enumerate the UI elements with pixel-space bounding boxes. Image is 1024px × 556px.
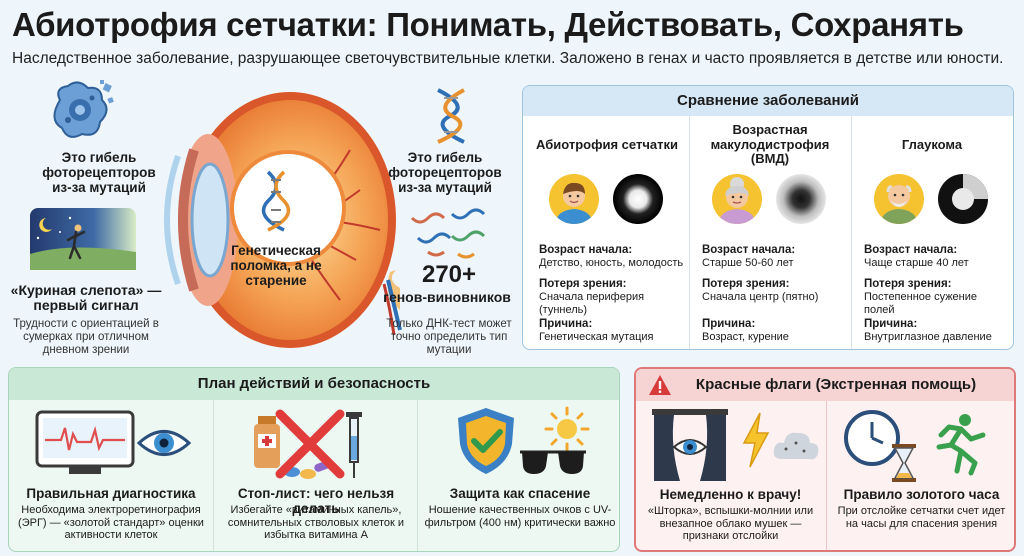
cause-label: Причина:	[864, 318, 918, 330]
genes-note: Только ДНК-тест может точно определить т…	[386, 318, 512, 356]
night-blindness-note: Трудности с ориентацией в сумерках при о…	[13, 318, 159, 356]
warning-icon	[649, 375, 671, 395]
onset-label: Возраст начала:	[702, 244, 796, 256]
plan-item-diagnostics: Правильная диагностика Необходима электр…	[9, 400, 213, 551]
red-flag-golden-hour: Правило золотого часа При отслойке сетча…	[826, 401, 1014, 550]
avatar	[874, 174, 924, 224]
shield-check-icon	[458, 408, 514, 474]
action-plan-heading: План действий и безопасность	[9, 368, 619, 400]
vision-tunnel-icon	[613, 174, 663, 224]
red-flag-title: Немедленно к врачу!	[659, 487, 802, 502]
red-flags-heading-text: Красные флаги (Экстренная помощь)	[695, 376, 977, 393]
loss-label: Потеря зрения:	[539, 278, 627, 290]
onset-value: Чаще старше 40 лет	[864, 257, 969, 269]
night-blindness-label: «Куриная слепота» — первый сигнал	[10, 282, 162, 313]
sunglasses-icon	[520, 450, 586, 474]
cloud-icon	[773, 432, 819, 460]
red-flag-title: Правило золотого часа	[843, 487, 1000, 502]
red-flag-desc: «Шторка», вспышки-молнии или внезапное о…	[647, 505, 814, 542]
erg-monitor-icon	[35, 410, 135, 474]
red-cross-icon	[275, 409, 345, 479]
dna-icon	[437, 88, 465, 144]
plan-item-stoplist: Стоп-лист: чего нельзя делать Избегайте …	[213, 400, 417, 551]
photoreceptor-cell-icon	[53, 80, 114, 138]
hourglass-icon	[892, 444, 916, 482]
cause-value: Возраст, курение	[702, 331, 789, 343]
action-plan-panel: План действий и безопасность Правильная …	[8, 367, 620, 552]
eye-center-label: Генетическая поломка, а не старение	[230, 243, 322, 288]
dna-cluster-icon	[410, 208, 486, 259]
night-blindness-icon	[30, 208, 136, 270]
dna-icon	[261, 170, 291, 232]
child-avatar-icon	[555, 182, 593, 224]
genes-count: 270+	[421, 261, 477, 288]
loss-label: Потеря зрения:	[864, 278, 952, 290]
elderly-man-avatar-icon	[880, 185, 918, 224]
plan-item-desc: Необходима электроретинография (ЭРГ) — «…	[18, 504, 204, 541]
cause-value: Генетическая мутация	[539, 331, 654, 343]
onset-label: Возраст начала:	[864, 244, 958, 256]
running-man-icon	[936, 414, 986, 476]
avatar	[712, 174, 762, 224]
red-flags-heading: Красные флаги (Экстренная помощь)	[636, 369, 1014, 401]
disease-name: Глаукома	[901, 136, 963, 152]
sun-icon	[544, 406, 590, 452]
disease-name: Возрастная макулодистрофия (ВМД)	[710, 122, 830, 167]
page-title: Абиотрофия сетчатки: Понимать, Действова…	[12, 6, 964, 43]
comparison-column-abiotrophy: Абиотрофия сетчатки Возраст начала:Детст…	[527, 116, 687, 349]
comparison-heading: Сравнение заболеваний	[523, 86, 1013, 116]
plan-item-desc: Ношение качественных очков с UV-фильтром…	[424, 504, 616, 529]
comparison-column-amd: Возрастная макулодистрофия (ВМД) Возраст…	[689, 116, 849, 349]
lightning-icon	[742, 412, 770, 468]
onset-label: Возраст начала:	[539, 244, 633, 256]
red-flag-desc: При отслойке сетчатки счет идет на часы …	[837, 505, 1006, 530]
vision-field-loss-icon	[938, 174, 988, 224]
onset-value: Детство, юность, молодость	[539, 257, 684, 269]
comparison-column-glaucoma: Глаукома Возраст начала:Чаще старше 40 л…	[851, 116, 1011, 349]
onset-value: Старше 50-60 лет	[702, 257, 794, 269]
plan-item-title: Правильная диагностика	[26, 486, 196, 501]
elderly-woman-avatar-icon	[718, 177, 756, 224]
cause-label: Причина:	[702, 318, 756, 330]
comparison-panel: Сравнение заболеваний Абиотрофия сетчатк…	[522, 85, 1014, 350]
loss-value: Сначала центр (пятно)	[702, 291, 819, 303]
disease-name: Абиотрофия сетчатки	[536, 136, 678, 152]
plan-item-desc: Избегайте «витаминных капель», сомнитель…	[227, 504, 405, 541]
avatar	[549, 174, 599, 224]
curtain-eye-icon	[652, 409, 728, 481]
eye-illustration	[164, 92, 402, 348]
vision-center-spot-icon	[776, 174, 826, 224]
clock-icon	[844, 410, 900, 466]
plan-item-protection: Защита как спасение Ношение качественных…	[417, 400, 619, 551]
loss-value: Сначала периферия (туннель)	[539, 291, 645, 316]
loss-value: Постепенное сужение полей	[864, 291, 978, 316]
cause-value: Внутриглазное давление	[864, 331, 992, 343]
red-flag-detachment: Немедленно к врачу! «Шторка», вспышки-мо…	[636, 401, 825, 550]
cause-label: Причина:	[539, 318, 593, 330]
plan-item-title: Стоп-лист: чего нельзя делать	[237, 486, 395, 516]
red-flags-panel: Красные флаги (Экстренная помощь) Немедл…	[634, 367, 1016, 552]
eye-icon	[136, 430, 192, 456]
genes-label: генов-виновников	[383, 289, 511, 305]
cell-label: Это гибель фоторецепторов из-за мутаций	[42, 150, 156, 195]
plan-item-title: Защита как спасение	[449, 486, 591, 501]
loss-label: Потеря зрения:	[702, 278, 790, 290]
page-subtitle: Наследственное заболевание, разрушающее …	[12, 50, 1004, 67]
dna-label: Это гибель фоторецепторов из-за мутаций	[388, 150, 502, 195]
